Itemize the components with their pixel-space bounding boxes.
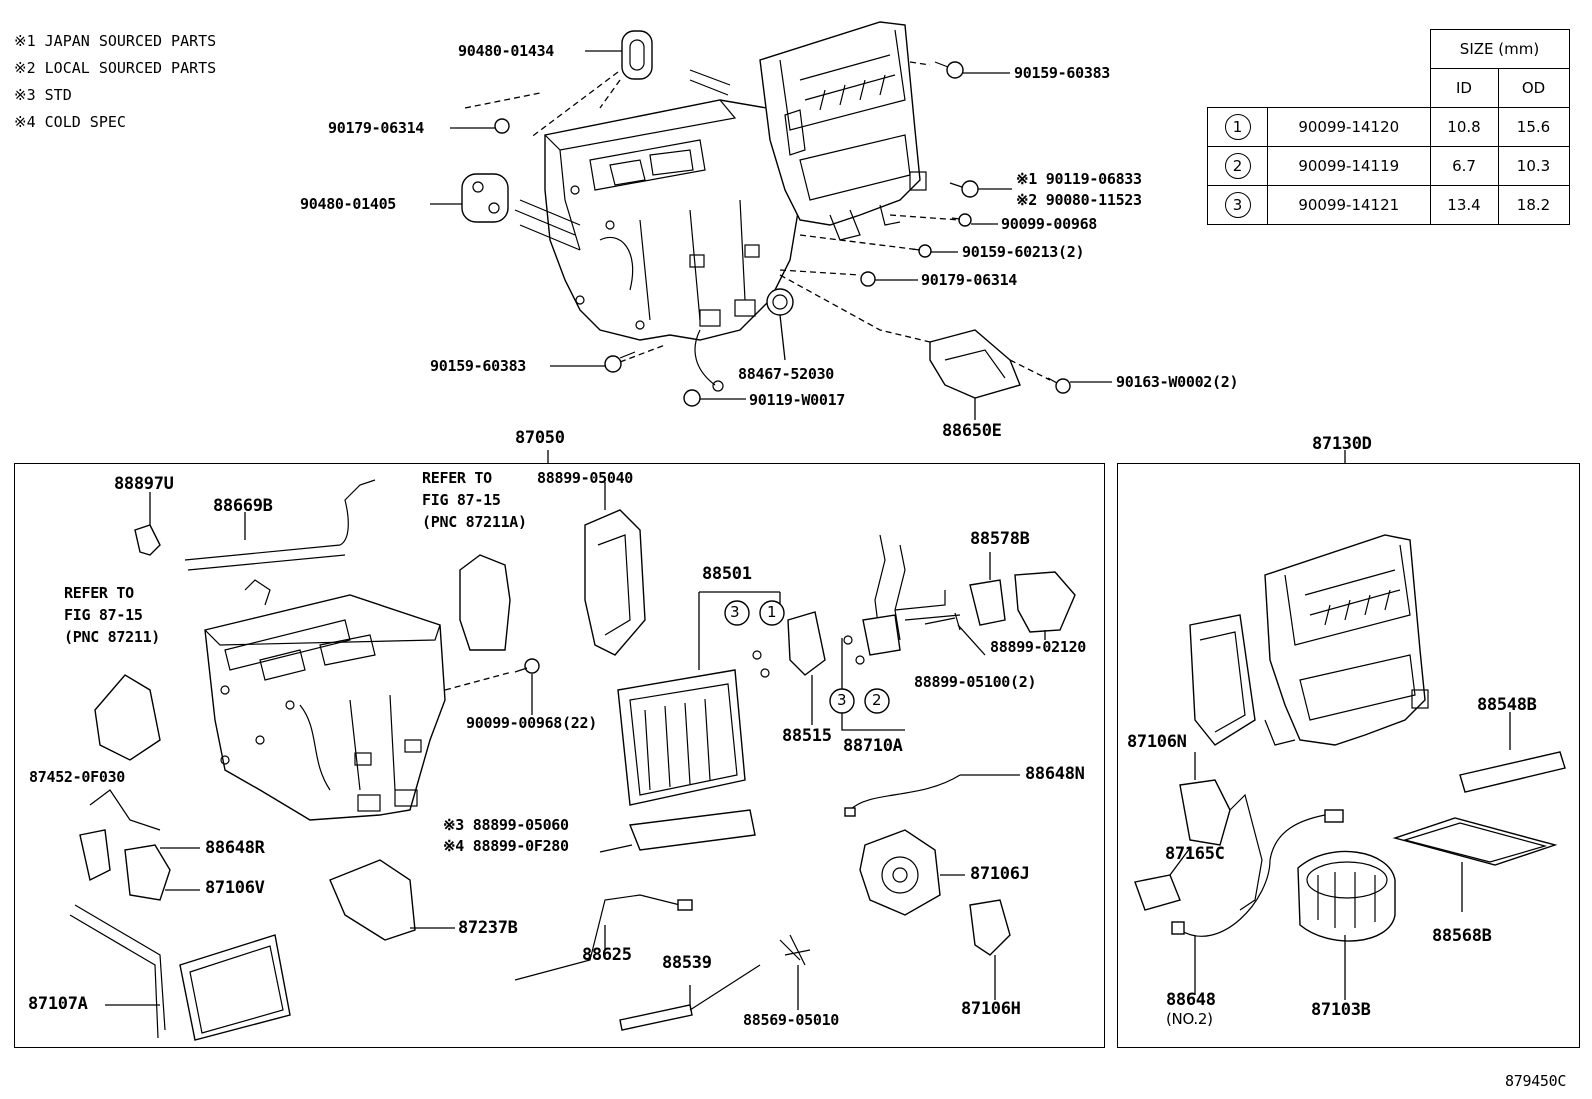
label-88710a: 88710A	[843, 736, 903, 756]
label-90179-06314-bottom: 90179-06314	[921, 271, 1018, 289]
label-88548b: 88548B	[1477, 695, 1537, 715]
label-88899-05100: 88899-05100(2)	[914, 673, 1037, 691]
label-88569-05010: 88569-05010	[743, 1011, 840, 1029]
label-88625: 88625	[582, 945, 632, 965]
label-87050: 87050	[515, 428, 565, 448]
label-88515: 88515	[782, 726, 832, 746]
size-table-row: 2 90099-14119 6.7 10.3	[1207, 146, 1570, 186]
label-90480-01405: 90480-01405	[300, 195, 397, 213]
left-box-drawings	[69, 479, 1076, 1041]
assembly-box-87050	[14, 463, 1105, 1048]
label-87106n: 87106N	[1127, 732, 1187, 752]
size-od: 10.3	[1497, 146, 1570, 186]
circle-mark-1: 1	[767, 603, 777, 621]
label-90159-60383-top: 90159-60383	[1014, 64, 1111, 82]
label-87237b: 87237B	[458, 918, 518, 938]
label-88899-02120: 88899-02120	[990, 638, 1087, 656]
label-90119-w0017: 90119-W0017	[749, 391, 846, 409]
label-88648r: 88648R	[205, 838, 265, 858]
label-88648n: 88648N	[1025, 764, 1085, 784]
size-od: 18.2	[1497, 185, 1570, 225]
label-90159-60213: 90159-60213(2)	[962, 243, 1085, 261]
label-87106j: 87106J	[970, 864, 1030, 884]
label-88568b: 88568B	[1432, 926, 1492, 946]
screw-icons	[494, 61, 1071, 407]
label-87103b: 87103B	[1311, 1000, 1371, 1020]
label-refer2-a: REFER TO	[64, 584, 134, 602]
legend-item-std: ※3 STD	[14, 86, 72, 104]
size-id: 13.4	[1429, 185, 1499, 225]
label-90080-11523: ※2 90080-11523	[1016, 191, 1142, 209]
circle-mark: 1	[1224, 114, 1251, 140]
label-88669b: 88669B	[213, 496, 273, 516]
label-88899-05040: 88899-05040	[537, 469, 634, 487]
label-refer-a: REFER TO	[422, 469, 492, 487]
right-box-drawings	[1134, 534, 1566, 1000]
label-87107a: 87107A	[28, 994, 88, 1014]
label-88648: 88648	[1166, 990, 1216, 1010]
legend-item-cold: ※4 COLD SPEC	[14, 113, 126, 131]
label-87130d: 87130D	[1312, 434, 1372, 454]
label-88899-0f280: ※4 88899-0F280	[443, 837, 569, 855]
label-87106v: 87106V	[205, 878, 265, 898]
label-refer-b: FIG 87-15	[422, 491, 501, 509]
size-part-number: 90099-14120	[1267, 107, 1431, 147]
legend-item-local: ※2 LOCAL SOURCED PARTS	[14, 59, 217, 77]
label-87106h: 87106H	[961, 999, 1021, 1019]
label-88501: 88501	[702, 564, 752, 584]
label-88897u: 88897U	[114, 474, 174, 494]
circle-mark-2: 2	[872, 691, 882, 709]
label-88648-sub: (NO.2)	[1166, 1010, 1213, 1028]
label-88650e: 88650E	[942, 421, 1002, 441]
legend: ※1 JAPAN SOURCED PARTS ※2 LOCAL SOURCED …	[14, 28, 216, 136]
label-87165c: 87165C	[1165, 844, 1225, 864]
size-table-row: 3 90099-14121 13.4 18.2	[1207, 185, 1570, 225]
label-88467-52030: 88467-52030	[738, 365, 835, 383]
label-90099-00968-22: 90099-00968(22)	[466, 714, 597, 732]
label-88539: 88539	[662, 953, 712, 973]
label-90179-06314-top: 90179-06314	[328, 119, 425, 137]
circle-mark: 2	[1224, 153, 1251, 179]
size-part-number: 90099-14119	[1267, 146, 1431, 186]
circle-mark: 3	[1224, 192, 1251, 218]
size-table-header: SIZE (mm)	[1429, 29, 1570, 69]
label-87452-0f030: 87452-0F030	[29, 768, 126, 786]
label-88578b: 88578B	[970, 529, 1030, 549]
label-90159-60383-bottom: 90159-60383	[430, 357, 527, 375]
circle-mark-3: 3	[730, 603, 740, 621]
label-90119-06833: ※1 90119-06833	[1016, 170, 1142, 188]
label-refer2-c: (PNC 87211)	[64, 628, 161, 646]
label-88899-05060: ※3 88899-05060	[443, 816, 569, 834]
size-part-number: 90099-14121	[1267, 185, 1431, 225]
label-90480-01434: 90480-01434	[458, 42, 555, 60]
label-refer2-b: FIG 87-15	[64, 606, 143, 624]
label-90099-00968: 90099-00968	[1001, 215, 1098, 233]
circle-mark-3: 3	[837, 691, 847, 709]
legend-item-japan: ※1 JAPAN SOURCED PARTS	[14, 32, 217, 50]
label-refer-c: (PNC 87211A)	[422, 513, 527, 531]
figure-id: 879450C	[1505, 1072, 1567, 1090]
assembly-box-87130d	[1117, 463, 1580, 1048]
size-table: SIZE (mm) ID OD 1 90099-14120 10.8 15.6 …	[1207, 29, 1570, 225]
heater-unit-assembly-drawing	[430, 21, 1346, 463]
label-90163-w0002: 90163-W0002(2)	[1116, 373, 1239, 391]
